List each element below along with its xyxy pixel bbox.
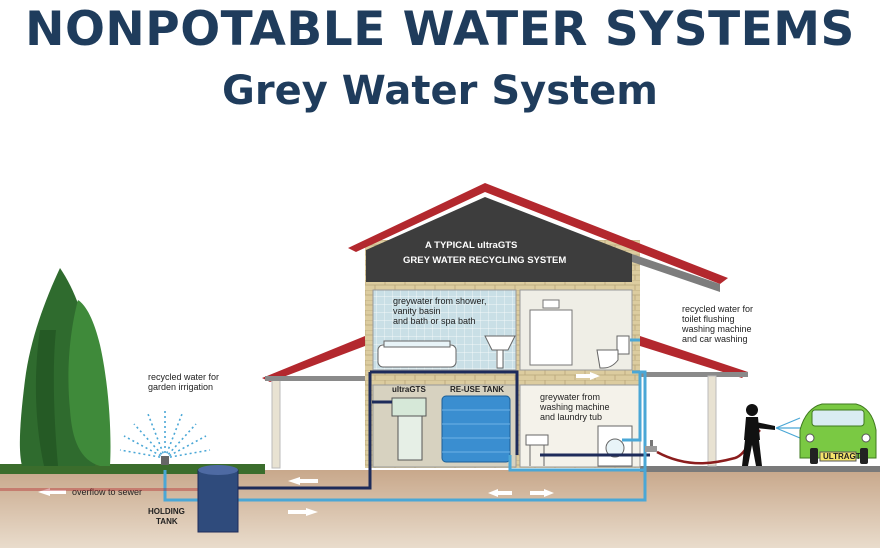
roof-label: A TYPICAL ultraGTS (425, 240, 517, 251)
toilet-label: toilet flushing (682, 314, 735, 324)
tree-icon (19, 268, 111, 466)
garden-label: recycled water for (148, 372, 219, 382)
toilet-label: recycled water for (682, 304, 753, 314)
sprinkler-icon (119, 410, 211, 465)
driveway (640, 466, 880, 472)
toilet-label: washing machine (681, 324, 752, 334)
reuse-tank (441, 395, 511, 463)
page-title: NONPOTABLE WATER SYSTEMS (25, 2, 855, 57)
shower-label: greywater from shower, (393, 296, 487, 306)
car-plate-label: ULTRAGTS (823, 452, 867, 461)
washing-machine-icon (597, 425, 633, 467)
ground (0, 470, 880, 548)
recycled-water-pipe (163, 338, 647, 502)
person-icon (742, 404, 775, 466)
right-verandah (640, 336, 748, 467)
holding-tank-label: TANK (156, 517, 178, 526)
laundry-label: washing machine (539, 402, 610, 412)
laundry-label: greywater from (540, 392, 600, 402)
holding-tank-label: HOLDING (148, 507, 185, 516)
reuse-tank-label: RE-USE TANK (450, 385, 504, 394)
bathtub-icon (377, 340, 457, 368)
cabinet-icon (529, 299, 573, 366)
spray (775, 417, 802, 439)
tap-icon (645, 440, 657, 452)
car-icon (799, 403, 877, 464)
basin-icon (484, 335, 516, 369)
toilet-label: and car washing (682, 334, 748, 344)
holding-tank (197, 465, 239, 533)
laundry-label: and laundry tub (540, 412, 602, 422)
flow-arrows (38, 372, 600, 516)
greywater-pipe (200, 370, 650, 490)
garden-label: garden irrigation (148, 382, 213, 392)
ultragts-unit (391, 397, 427, 461)
roof-label: GREY WATER RECYCLING SYSTEM (403, 255, 566, 266)
toilet-icon (596, 335, 630, 369)
shower-label: and bath or spa bath (393, 316, 476, 326)
overflow-label: overflow to sewer (72, 487, 142, 497)
main-roof (348, 183, 728, 292)
grass-strip (0, 464, 265, 474)
left-verandah (262, 336, 365, 469)
ultragts-label: ultraGTS (392, 385, 426, 394)
shower-label: vanity basin (393, 306, 441, 316)
page-subtitle: Grey Water System (222, 68, 658, 114)
